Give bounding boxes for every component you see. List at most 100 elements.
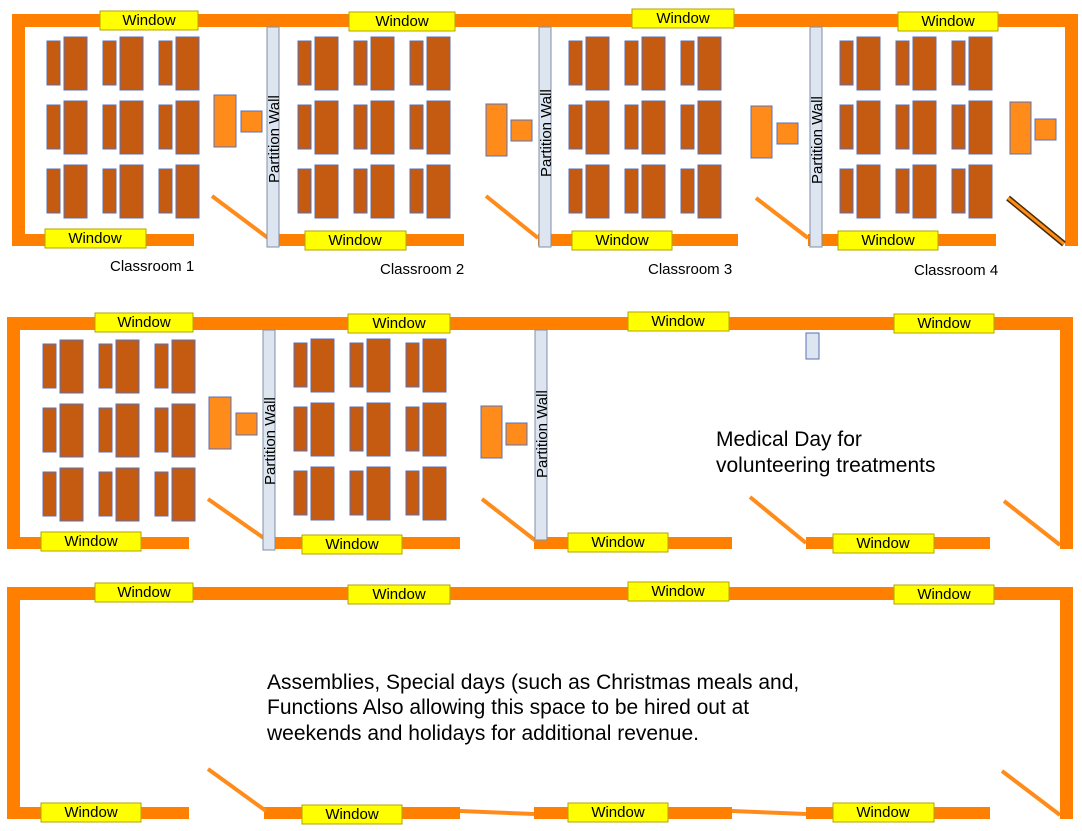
student-chair	[409, 104, 424, 150]
student-desk	[366, 338, 391, 393]
window	[40, 802, 142, 823]
student-desk	[59, 403, 84, 458]
student-desk	[641, 100, 666, 155]
window-label: Window	[64, 533, 118, 550]
window-label: Window	[117, 314, 171, 331]
partition-wall	[538, 26, 552, 248]
window-label: Window	[117, 584, 171, 601]
partition-wall	[534, 329, 548, 541]
student-desk	[63, 36, 88, 91]
window-label: Window	[64, 804, 118, 821]
wall	[7, 587, 1073, 600]
student-desk	[310, 466, 335, 521]
window	[567, 532, 669, 553]
student-desk	[426, 100, 451, 155]
wall	[12, 14, 25, 246]
window	[567, 802, 669, 823]
wall	[1060, 317, 1073, 549]
student-desk	[856, 36, 881, 91]
student-chair	[895, 168, 910, 214]
hall-usage-note: weekends and holidays for additional rev…	[266, 722, 699, 745]
student-desk	[641, 36, 666, 91]
student-chair	[293, 406, 308, 452]
student-chair	[98, 471, 113, 517]
window-label: Window	[921, 13, 975, 30]
window-label: Window	[325, 536, 379, 553]
student-chair	[46, 168, 61, 214]
door	[748, 495, 808, 545]
desk-cluster	[297, 36, 451, 219]
building-3: Window Window Window Window Window Windo…	[7, 581, 1073, 825]
student-desk	[641, 164, 666, 219]
window	[301, 804, 403, 825]
student-chair	[839, 104, 854, 150]
window-label: Window	[328, 232, 382, 249]
student-desk	[585, 100, 610, 155]
connector	[459, 809, 535, 816]
medical-day-note: volunteering treatments	[716, 454, 935, 477]
window	[40, 531, 142, 552]
student-chair	[158, 104, 173, 150]
wall	[1060, 587, 1073, 819]
window	[347, 584, 451, 605]
partition-wall	[809, 26, 823, 248]
student-desk	[968, 36, 993, 91]
partition-wall-label: Partition Wall	[266, 95, 283, 183]
student-desk	[175, 100, 200, 155]
desk-cluster	[293, 338, 447, 521]
window	[627, 311, 730, 332]
window-label: Window	[595, 232, 649, 249]
student-chair	[102, 40, 117, 86]
door	[1002, 499, 1062, 547]
student-desk	[856, 164, 881, 219]
student-chair	[349, 470, 364, 516]
student-chair	[98, 407, 113, 453]
wall	[7, 587, 20, 819]
building-1: Partition Wall Partition Wall Partition …	[12, 8, 1078, 279]
student-desk	[585, 164, 610, 219]
window-label: Window	[372, 315, 426, 332]
window	[837, 230, 939, 251]
classroom-label: Classroom 4	[914, 262, 998, 279]
student-desk	[115, 403, 140, 458]
student-chair	[46, 104, 61, 150]
door	[480, 497, 538, 543]
student-desk	[912, 164, 937, 219]
hall-usage-note: Functions Also allowing this space to be…	[267, 696, 749, 719]
student-chair	[154, 343, 169, 389]
student-desk	[912, 100, 937, 155]
student-chair	[951, 168, 966, 214]
partition-wall	[266, 26, 280, 248]
desk-cluster	[568, 36, 722, 219]
student-desk	[119, 36, 144, 91]
window	[832, 533, 935, 554]
window	[571, 230, 673, 251]
teacher-desk	[213, 94, 237, 148]
student-chair	[102, 168, 117, 214]
student-desk	[63, 100, 88, 155]
window-label: Window	[917, 315, 971, 332]
student-chair	[624, 40, 639, 86]
cabinet	[805, 332, 820, 360]
window-label: Window	[375, 13, 429, 30]
window	[893, 584, 995, 605]
student-desk	[63, 164, 88, 219]
student-desk	[856, 100, 881, 155]
window	[631, 8, 735, 29]
teacher-chair	[1034, 118, 1057, 141]
window	[897, 11, 999, 32]
window	[94, 582, 194, 603]
student-chair	[353, 104, 368, 150]
student-chair	[42, 471, 57, 517]
student-chair	[293, 470, 308, 516]
window	[627, 581, 730, 602]
student-desk	[310, 402, 335, 457]
student-chair	[624, 168, 639, 214]
partition-wall-label: Partition Wall	[538, 89, 555, 177]
partition-wall-label: Partition Wall	[809, 96, 826, 184]
student-desk	[175, 164, 200, 219]
student-chair	[353, 40, 368, 86]
door	[484, 194, 540, 240]
student-desk	[426, 164, 451, 219]
